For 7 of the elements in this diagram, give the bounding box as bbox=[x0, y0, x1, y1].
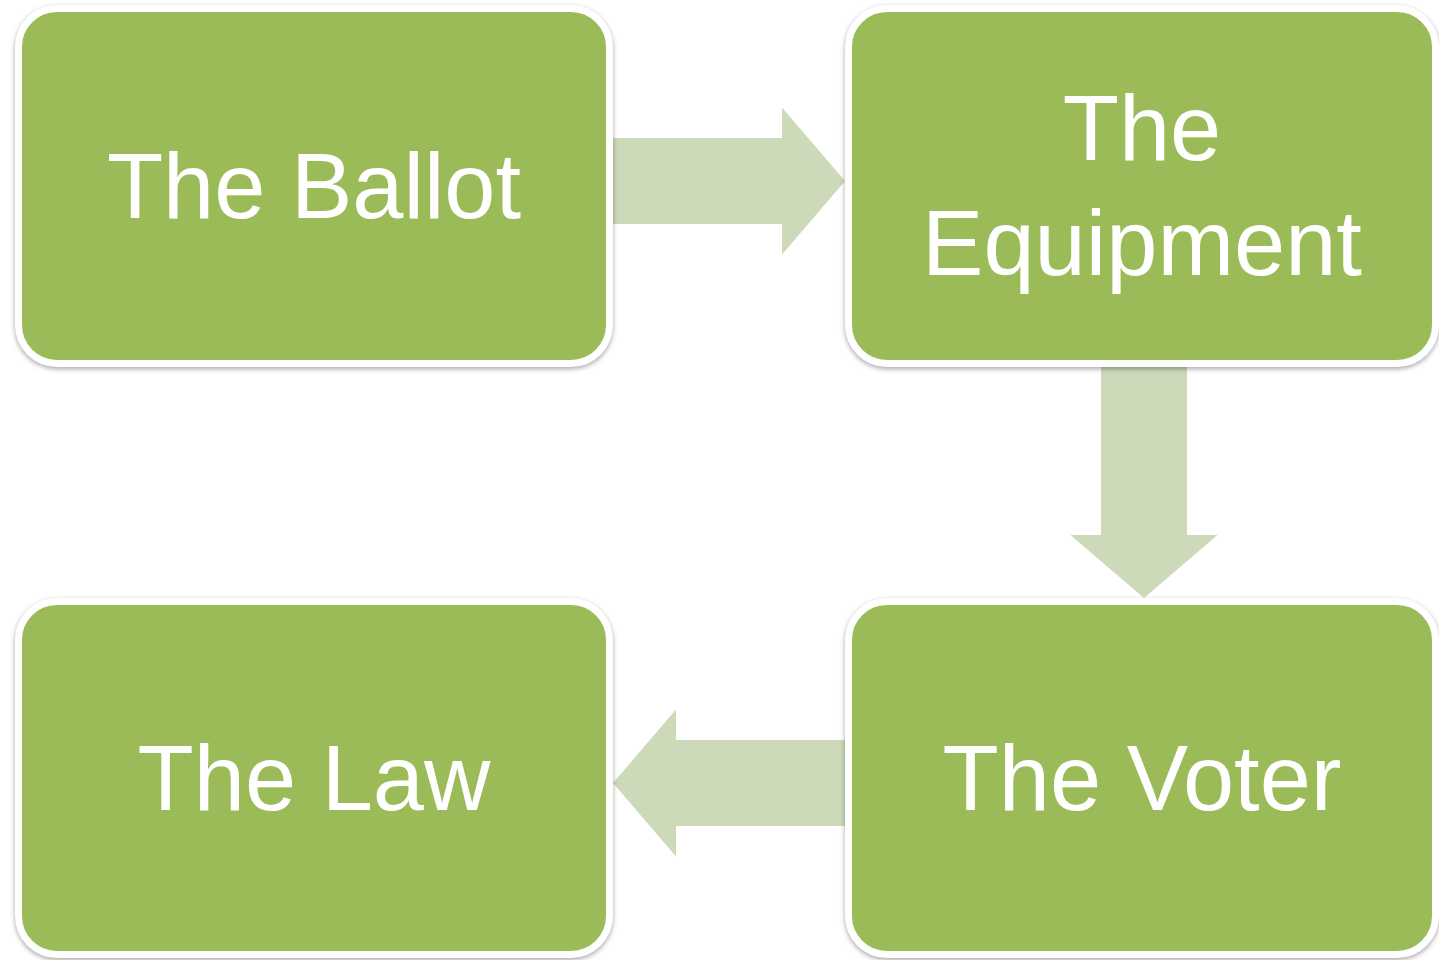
box-label: The Voter bbox=[942, 725, 1342, 831]
box-label: The Ballot bbox=[106, 133, 522, 239]
box-label: The Law bbox=[137, 725, 491, 831]
block-arrow bbox=[613, 107, 845, 255]
box-label: The Equipment bbox=[921, 76, 1363, 296]
block-arrow bbox=[1070, 367, 1218, 598]
block-arrow bbox=[613, 709, 845, 857]
